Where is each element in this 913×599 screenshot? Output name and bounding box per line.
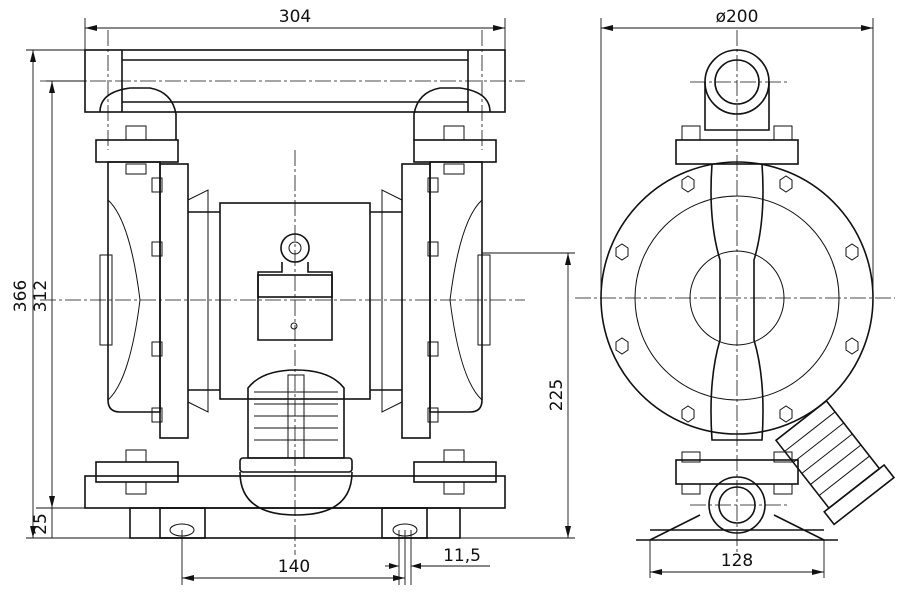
dim-label-128: 128 [721, 551, 753, 571]
muffler-side [774, 399, 896, 526]
dim-label-225: 225 [547, 379, 567, 411]
dimension-25: 25 [31, 507, 130, 538]
dimension-140: 140 [181, 530, 406, 585]
side-view [575, 30, 896, 555]
dimension-225: 225 [460, 252, 575, 539]
dim-label-140: 140 [278, 557, 310, 577]
dim-label-312: 312 [31, 280, 51, 312]
dimension-128: 128 [649, 540, 825, 578]
front-view [40, 30, 525, 555]
muffler-front [239, 369, 353, 516]
dim-label-diameter: ø200 [716, 7, 759, 27]
dimension-366: 366 [11, 49, 130, 539]
dimension-11-5: 11,5 [385, 530, 490, 585]
dimension-304: 304 [84, 7, 506, 50]
dim-label-11-5: 11,5 [443, 546, 481, 566]
bolts-side [615, 175, 859, 423]
dim-label-25: 25 [31, 513, 51, 535]
dim-label-366: 366 [11, 280, 31, 312]
dimension-312: 312 [31, 80, 85, 508]
bolts-front [125, 163, 465, 423]
dimension-diameter-200: ø200 [600, 7, 874, 298]
dim-label-304: 304 [279, 7, 311, 27]
